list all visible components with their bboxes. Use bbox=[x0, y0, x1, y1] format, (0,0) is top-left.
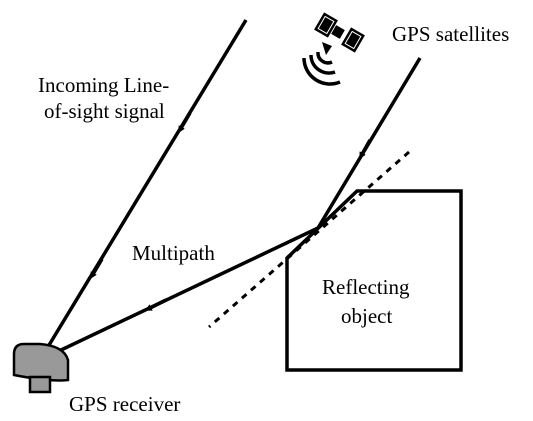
incoming-signal-label-line2: of-sight signal bbox=[44, 99, 165, 123]
reflecting-object-label-line2: object bbox=[341, 304, 392, 328]
satellite-icon bbox=[302, 12, 365, 86]
line-of-sight-signal bbox=[38, 19, 248, 361]
multipath-label: Multipath bbox=[132, 241, 215, 265]
reflecting-object bbox=[285, 189, 463, 372]
gps-receiver-label: GPS receiver bbox=[69, 392, 180, 416]
los-arrow-2 bbox=[90, 258, 104, 280]
los-arrow-1 bbox=[178, 112, 192, 134]
reflecting-surface-line bbox=[208, 150, 410, 329]
reflecting-object-label-line1: Reflecting bbox=[322, 275, 410, 299]
gps-receiver-icon bbox=[12, 342, 70, 394]
multipath-arrow bbox=[144, 298, 167, 311]
multipath-signal bbox=[39, 226, 319, 362]
gps-satellites-label: GPS satellites bbox=[392, 22, 509, 46]
incoming-signal-label-line1: Incoming Line- bbox=[38, 73, 169, 97]
satellite-signal-arrow bbox=[359, 139, 372, 160]
